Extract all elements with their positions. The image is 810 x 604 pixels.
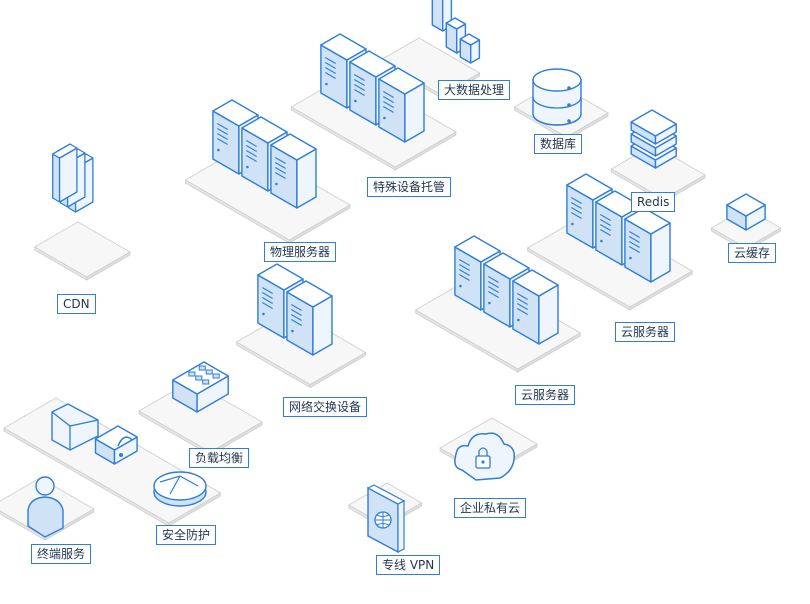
label-security: 安全防护 xyxy=(156,525,217,545)
cache-box-icon xyxy=(726,193,766,231)
server-tower-icon xyxy=(212,99,317,209)
cloud-lock-icon xyxy=(454,432,516,481)
label-network-switch: 网络交换设备 xyxy=(283,397,368,417)
label-vpn: 专线 VPN xyxy=(376,555,441,575)
file-stack-icon xyxy=(52,143,94,213)
label-private-cloud: 企业私有云 xyxy=(454,498,527,518)
label-cdn: CDN xyxy=(57,294,96,314)
user-person-icon xyxy=(27,476,64,538)
vpn-globe-panel-icon xyxy=(366,484,406,554)
server-tower-icon xyxy=(454,235,559,345)
label-cloud-cache: 云缓存 xyxy=(728,243,777,263)
server-tower-icon xyxy=(257,263,333,356)
label-physical-server: 物理服务器 xyxy=(264,242,337,262)
label-database: 数据库 xyxy=(534,134,583,154)
bar-columns-icon xyxy=(431,0,481,64)
label-redis: Redis xyxy=(631,192,676,212)
server-tower-icon xyxy=(566,173,671,283)
label-special-hosting: 特殊设备托管 xyxy=(367,177,452,197)
shield-lock-icon xyxy=(51,403,207,507)
label-cloud-server-1: 云服务器 xyxy=(615,322,676,342)
database-cylinder-icon xyxy=(532,68,582,126)
label-cloud-server-2: 云服务器 xyxy=(515,385,576,405)
label-load-balance: 负载均衡 xyxy=(189,448,250,468)
label-terminal: 终端服务 xyxy=(31,544,92,564)
server-tower-icon xyxy=(320,33,425,143)
stacked-slabs-icon xyxy=(630,109,677,169)
switch-box-icon xyxy=(172,361,229,413)
label-big-data: 大数据处理 xyxy=(438,80,511,100)
